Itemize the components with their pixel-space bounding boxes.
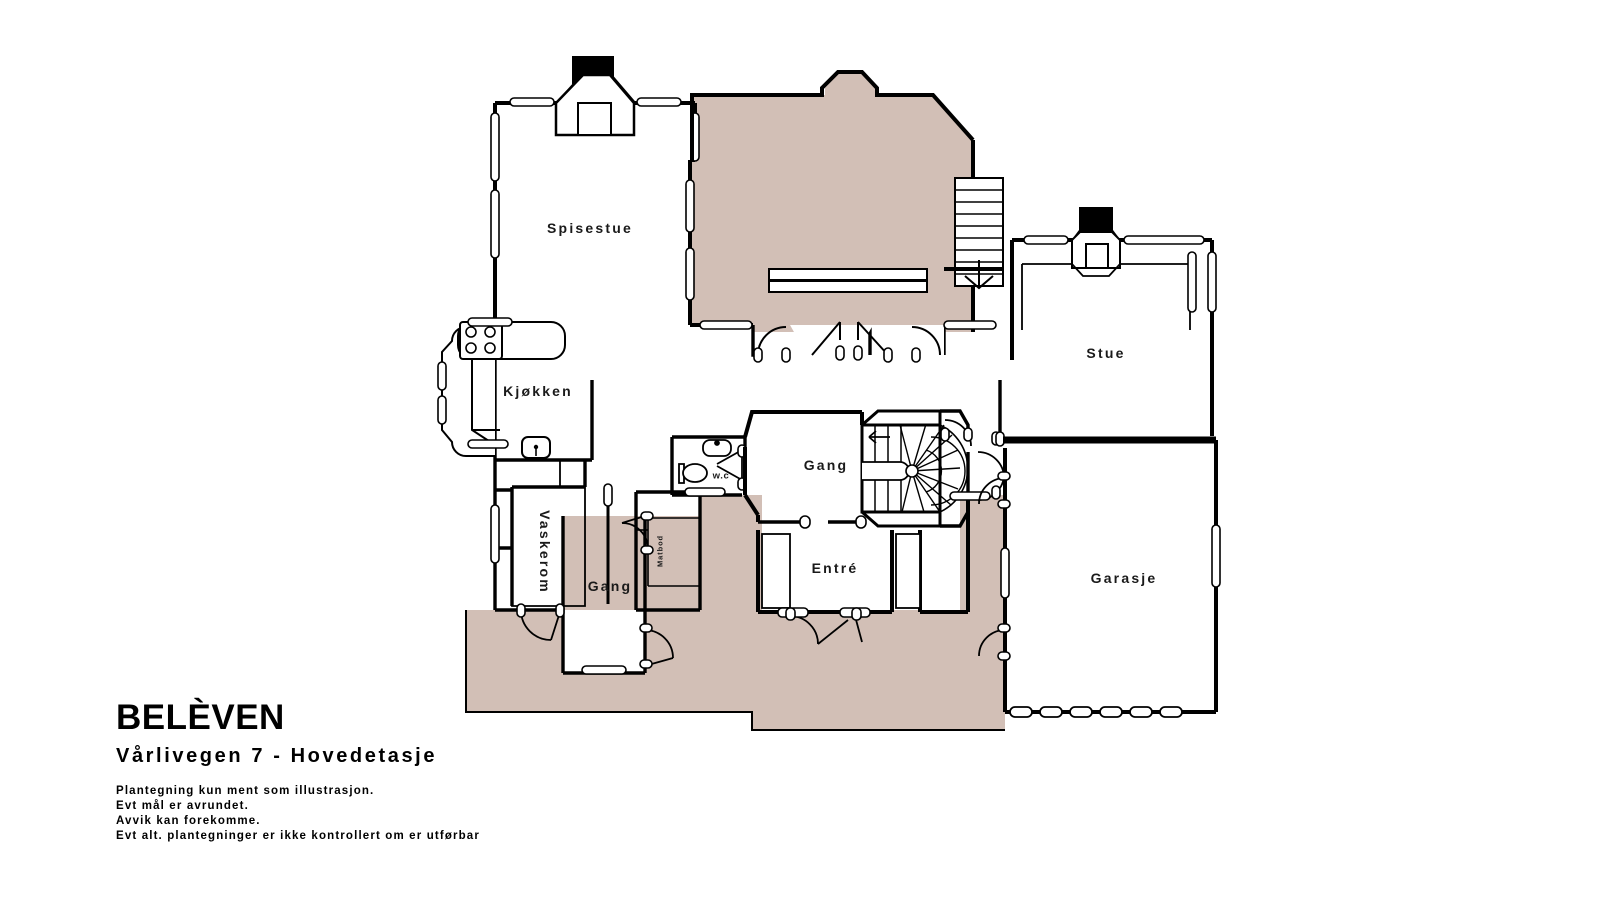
- sink-icon: [521, 436, 551, 459]
- gang-west-opening: [603, 483, 613, 507]
- terrace-windows: [685, 179, 997, 330]
- garasje-outline: [1003, 440, 1218, 714]
- disclaimer-line: Avvik kan forekomme.: [116, 815, 261, 827]
- entre-door-jambs: [777, 607, 871, 621]
- windows-stue: [1023, 235, 1217, 313]
- stue-inner-wall: [1021, 263, 1191, 330]
- gang-opening-jambs: [799, 515, 867, 529]
- stair-vindeltrapp: [860, 409, 969, 528]
- stue-partition-jamb: [995, 431, 1005, 447]
- windows-vaskerom: [490, 504, 627, 675]
- terrace-railing: [768, 268, 928, 293]
- windows-kjokken: [437, 317, 513, 449]
- room-gang-midt-walls: [743, 410, 864, 522]
- stove-icon: [459, 321, 503, 360]
- door-jambs-matbod: [640, 511, 654, 555]
- chimney-icon-stue: [1079, 207, 1113, 233]
- title-block: BELÈVEN Vårlivegen 7 - Hovedetasje Plant…: [116, 700, 636, 844]
- terrace-door-jambs: [753, 345, 921, 363]
- terrace-notch-white: [753, 325, 944, 355]
- garasje-door-jambs: [997, 471, 1011, 661]
- disclaimer-line: Evt alt. plantegninger er ikke kontrolle…: [116, 830, 480, 842]
- disclaimer-line: Evt mål er avrundet.: [116, 800, 249, 812]
- stair-terrace: [954, 177, 1004, 290]
- fireplace-stue: [1071, 231, 1121, 269]
- door-jambs-vaskerom: [516, 603, 565, 618]
- windows-garasje: [1000, 524, 1221, 599]
- windows-spisestue: [490, 97, 700, 259]
- connector-door-jambs: [940, 427, 1001, 501]
- terrace-upper: [690, 74, 973, 332]
- disclaimer-block: Plantegning kun ment som illustrasjon. E…: [116, 784, 636, 844]
- garage-door: [1009, 706, 1183, 718]
- fireplace-spisestue: [554, 73, 636, 137]
- brand-title: BELÈVEN: [116, 698, 285, 737]
- entre-closets: [761, 533, 921, 609]
- terrace-lower-outline: [465, 610, 1005, 731]
- terrace-cutout-gang: [563, 610, 645, 673]
- vaskerom-partitions: [495, 459, 592, 607]
- stair-direction-arrow-icon: [868, 430, 890, 444]
- plan-subtitle: Vårlivegen 7 - Hovedetasje: [116, 745, 438, 767]
- door-jambs-gang-terrace: [639, 623, 653, 669]
- wc-fixtures: [678, 439, 732, 484]
- disclaimer-line: Plantegning kun ment som illustrasjon.: [116, 785, 375, 797]
